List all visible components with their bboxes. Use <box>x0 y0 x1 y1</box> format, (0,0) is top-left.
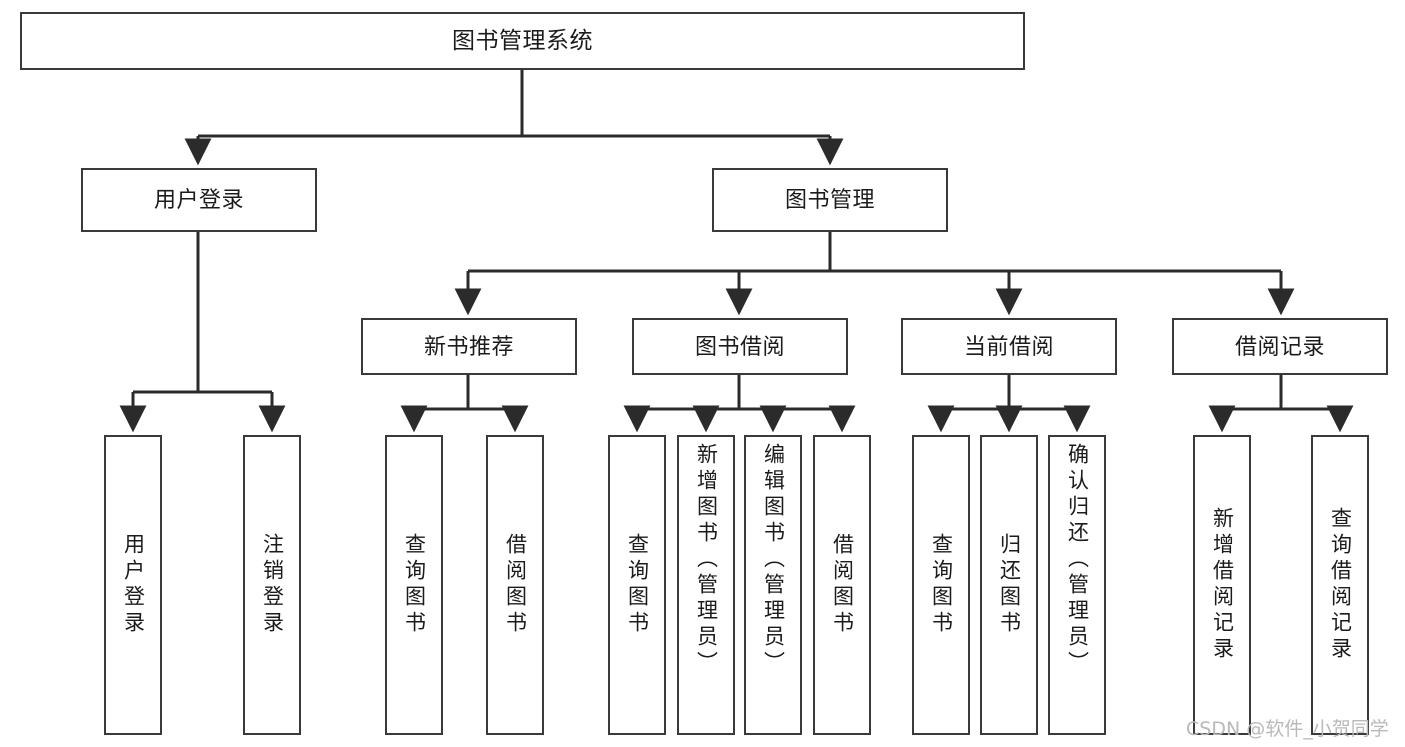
leaf-query-book-current-label: 查询图书 <box>929 533 953 637</box>
leaf-add-borrow-record[interactable]: 新增借阅记录 <box>1193 435 1251 735</box>
node-current-borrow[interactable]: 当前借阅 <box>901 318 1117 375</box>
leaf-edit-book-admin-label: 编辑图书（管理员） <box>761 443 785 677</box>
node-book-borrow[interactable]: 图书借阅 <box>632 318 848 375</box>
leaf-borrow-book-borrow-label: 借阅图书 <box>830 533 854 637</box>
node-current-borrow-label: 当前借阅 <box>963 333 1054 359</box>
node-book-management[interactable]: 图书管理 <box>712 168 948 232</box>
leaf-query-book-borrow-label: 查询图书 <box>625 533 649 637</box>
leaf-add-book-admin-label: 新增图书（管理员） <box>694 443 718 677</box>
leaf-logout[interactable]: 注销登录 <box>243 435 301 735</box>
leaf-borrow-book-recommend-label: 借阅图书 <box>503 533 527 637</box>
node-borrow-record[interactable]: 借阅记录 <box>1172 318 1388 375</box>
leaf-query-book-recommend[interactable]: 查询图书 <box>385 435 443 735</box>
node-borrow-record-label: 借阅记录 <box>1234 333 1325 359</box>
leaf-return-book-label: 归还图书 <box>997 533 1021 637</box>
node-root[interactable]: 图书管理系统 <box>20 12 1025 70</box>
csdn-watermark: CSDN @软件_小贺同学 <box>1186 718 1389 740</box>
leaf-query-book-current[interactable]: 查询图书 <box>912 435 970 735</box>
node-root-label: 图书管理系统 <box>452 27 593 54</box>
leaf-add-borrow-record-label: 新增借阅记录 <box>1210 507 1234 663</box>
leaf-edit-book-admin[interactable]: 编辑图书（管理员） <box>744 435 802 735</box>
leaf-logout-label: 注销登录 <box>260 533 284 637</box>
leaf-confirm-return-admin[interactable]: 确认归还（管理员） <box>1048 435 1106 735</box>
leaf-user-login[interactable]: 用户登录 <box>104 435 162 735</box>
node-user-login-label: 用户登录 <box>153 187 244 213</box>
leaf-query-book-borrow[interactable]: 查询图书 <box>608 435 666 735</box>
node-new-book-recommend[interactable]: 新书推荐 <box>361 318 577 375</box>
leaf-query-book-recommend-label: 查询图书 <box>402 533 426 637</box>
leaf-borrow-book-recommend[interactable]: 借阅图书 <box>486 435 544 735</box>
leaf-return-book[interactable]: 归还图书 <box>980 435 1038 735</box>
leaf-add-book-admin[interactable]: 新增图书（管理员） <box>677 435 735 735</box>
leaf-borrow-book-borrow[interactable]: 借阅图书 <box>813 435 871 735</box>
node-book-management-label: 图书管理 <box>784 187 875 213</box>
node-user-login[interactable]: 用户登录 <box>81 168 317 232</box>
leaf-query-borrow-record-label: 查询借阅记录 <box>1328 507 1352 663</box>
node-new-book-recommend-label: 新书推荐 <box>423 333 514 359</box>
leaf-confirm-return-admin-label: 确认归还（管理员） <box>1065 443 1089 677</box>
leaf-query-borrow-record[interactable]: 查询借阅记录 <box>1311 435 1369 735</box>
leaf-user-login-label: 用户登录 <box>121 533 145 637</box>
node-book-borrow-label: 图书借阅 <box>694 333 785 359</box>
